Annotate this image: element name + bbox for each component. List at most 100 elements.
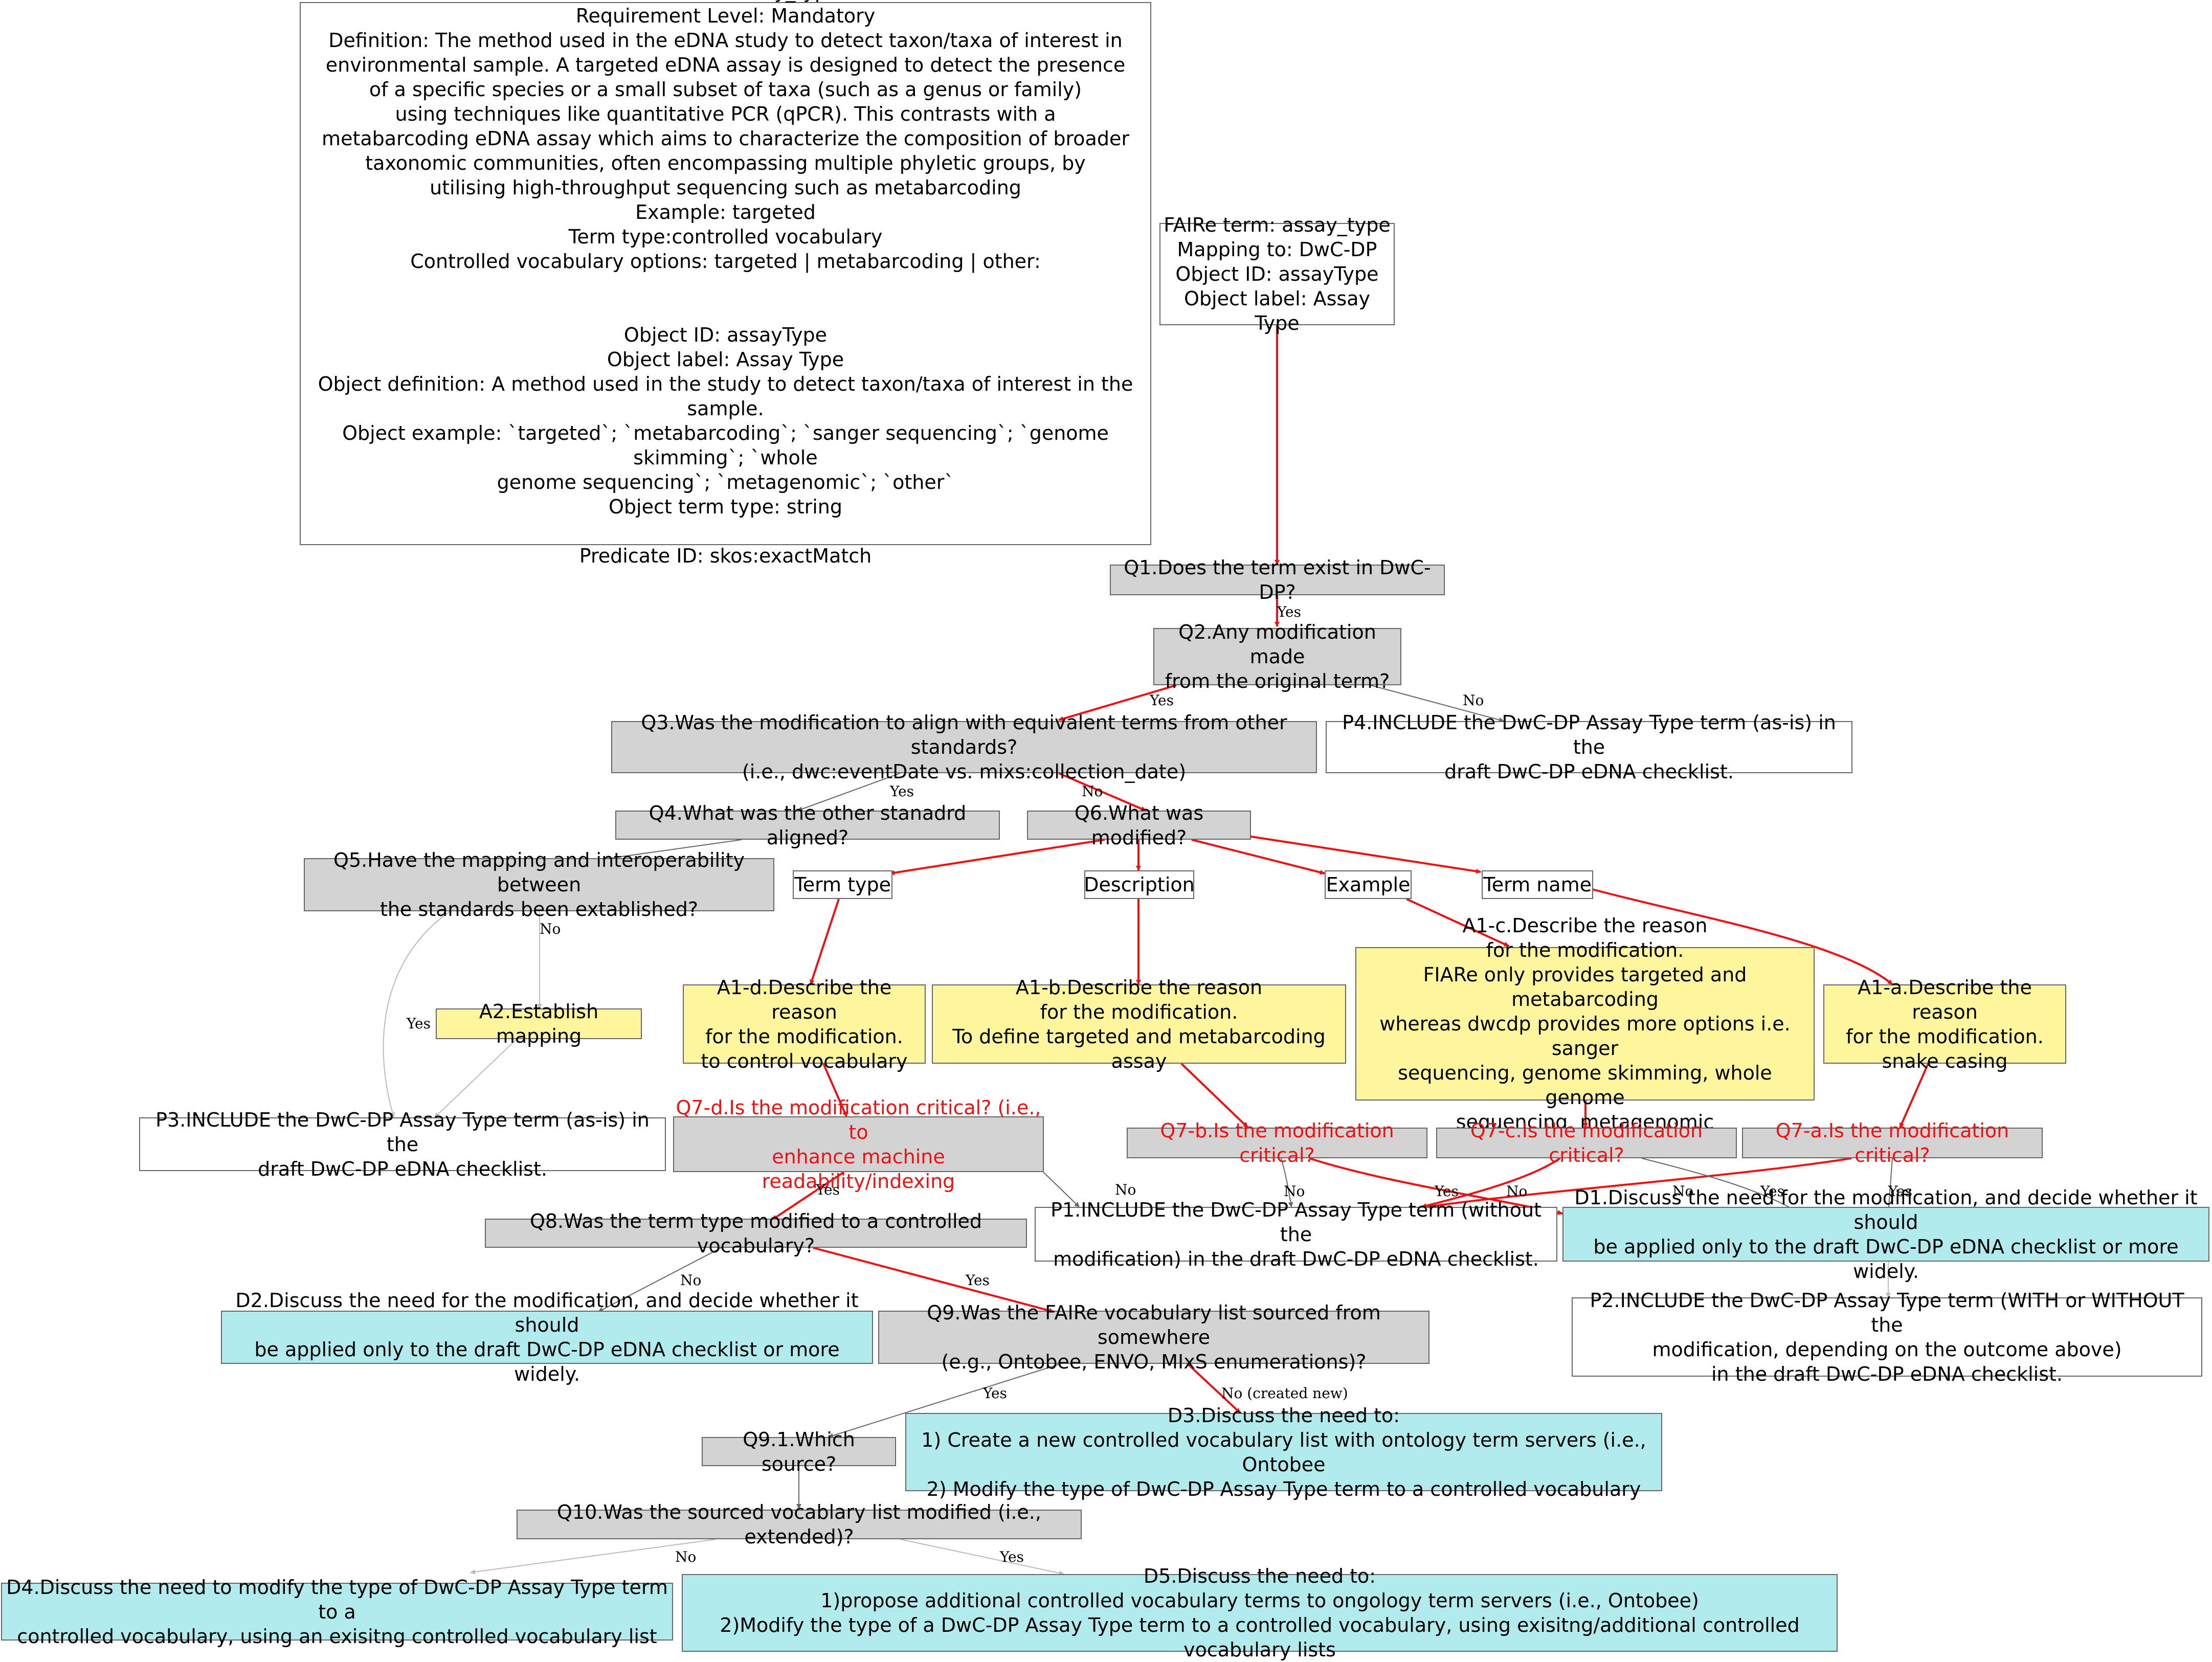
q7b-text: Q7-b.Is the modification critical? bbox=[1160, 1119, 1394, 1166]
d5-node: D5.Discuss the need to: 1)propose additi… bbox=[682, 1565, 1838, 1661]
edge-q2-p4 bbox=[1370, 685, 1504, 723]
term-type-text: Term type bbox=[794, 873, 891, 896]
edge-q7b-p1 bbox=[1281, 1158, 1293, 1207]
a1c-text: A1-c.Describe the reason for the modific… bbox=[1379, 914, 1791, 1133]
q1-node: Q1.Does the term exist in DwC-DP? bbox=[1110, 556, 1445, 603]
q91-node: Q9.1.Which source? bbox=[702, 1428, 896, 1475]
edge-label-q7c-yes: Yes bbox=[1435, 1183, 1459, 1200]
p2-node: P2.INCLUDE the DwC-DP Assay Type term (W… bbox=[1572, 1289, 2202, 1385]
edge-q7a-p1 bbox=[1426, 1157, 1852, 1209]
d5-text: D5.Discuss the need to: 1)propose additi… bbox=[720, 1565, 1800, 1661]
edge-label-q3-no: No bbox=[1082, 783, 1103, 800]
q2-node: Q2.Any modification made from the origin… bbox=[1153, 621, 1401, 692]
mapping-box: FAIRe term: assay_type Mapping to: DwC-D… bbox=[1159, 214, 1395, 334]
description-node: Description bbox=[1084, 870, 1195, 899]
p2-text: P2.INCLUDE the DwC-DP Assay Type term (W… bbox=[1590, 1289, 2184, 1385]
description-text: Description bbox=[1084, 873, 1195, 896]
edge-label-q10-no: No bbox=[675, 1548, 697, 1565]
edge-q7c-d1 bbox=[1641, 1158, 1801, 1214]
q4-node: Q4.What was the other stanadrd aligned? bbox=[615, 802, 1000, 849]
q7d-text: Q7-d.Is the modification critical? (i.e.… bbox=[676, 1096, 1041, 1193]
a1d-text: A1-d.Describe the reason for the modific… bbox=[701, 976, 908, 1072]
edge-a1b-q7b bbox=[1180, 1063, 1249, 1129]
d1-node: D1.Discuss the need for the modification… bbox=[1562, 1186, 2209, 1283]
p1-text: P1.INCLUDE the DwC-DP Assay Type term (w… bbox=[1051, 1198, 1541, 1270]
q7d-node: Q7-d.Is the modification critical? (i.e.… bbox=[673, 1096, 1044, 1193]
term-name-node: Term name bbox=[1482, 870, 1593, 899]
edge-label-q2-no: No bbox=[1463, 692, 1484, 709]
edge-label-q5-yes: Yes bbox=[407, 1015, 431, 1032]
edge-label-q1-yes: Yes bbox=[1277, 603, 1301, 620]
edge-q7a-d1 bbox=[1886, 1158, 1893, 1214]
edge-termtype-a1d bbox=[810, 899, 840, 985]
mapping-text: FAIRe term: assay_type Mapping to: DwC-D… bbox=[1164, 214, 1391, 334]
edge-a1a-q7a bbox=[1899, 1063, 1929, 1128]
p3-text: P3.INCLUDE the DwC-DP Assay Type term (a… bbox=[155, 1108, 650, 1180]
edge-q7d-p1 bbox=[1043, 1172, 1080, 1207]
q3-text: Q3.Was the modification to align with eq… bbox=[641, 711, 1287, 783]
term-name-text: Term name bbox=[1483, 873, 1592, 896]
edge-q6-termname bbox=[1247, 835, 1481, 874]
edge-label-q2-yes: Yes bbox=[1150, 692, 1174, 709]
q6-text: Q6.What was modified? bbox=[1074, 801, 1204, 849]
edge-label-q5-no: No bbox=[540, 920, 561, 937]
q8-node: Q8.Was the term type modified to a contr… bbox=[485, 1210, 1027, 1257]
edge-a2-p3 bbox=[434, 1039, 517, 1118]
p4-node: P4.INCLUDE the DwC-DP Assay Type term (a… bbox=[1326, 711, 1852, 783]
d3-node: D3.Discuss the need to: 1) Create a new … bbox=[905, 1404, 1662, 1500]
a1d-node: A1-d.Describe the reason for the modific… bbox=[683, 976, 926, 1072]
q6-node: Q6.What was modified? bbox=[1027, 802, 1251, 849]
edge-q9-q91 bbox=[828, 1362, 1064, 1439]
faire-definition-box: FAIRe term: assay_type Requirement Level… bbox=[300, 0, 1151, 567]
example-node: Example bbox=[1325, 870, 1412, 899]
q8-text: Q8.Was the term type modified to a contr… bbox=[529, 1209, 982, 1257]
p3-node: P3.INCLUDE the DwC-DP Assay Type term (a… bbox=[139, 1109, 666, 1180]
d2-node: D2.Discuss the need for the modification… bbox=[221, 1289, 873, 1385]
example-text: Example bbox=[1326, 873, 1411, 896]
q7c-node: Q7-c.Is the modification critical? bbox=[1436, 1119, 1737, 1166]
a1a-node: A1-a.Describe the reason for the modific… bbox=[1823, 976, 2066, 1072]
q4-text: Q4.What was the other stanadrd aligned? bbox=[649, 801, 967, 849]
edge-example-a1c bbox=[1406, 898, 1509, 947]
edge-q8-q9 bbox=[813, 1247, 1054, 1313]
edge-q10-d4 bbox=[470, 1539, 717, 1575]
q7a-text: Q7-a.Is the modification critical? bbox=[1775, 1119, 2009, 1166]
q10-node: Q10.Was the sourced vocablary list modif… bbox=[517, 1501, 1082, 1548]
edge-label-q10-yes: Yes bbox=[1000, 1548, 1024, 1565]
edge-label-q3-yes: Yes bbox=[890, 783, 914, 800]
edge-label-q8-no: No bbox=[680, 1272, 702, 1289]
a2-node: A2.Establish mapping bbox=[436, 1000, 642, 1047]
q9-text: Q9.Was the FAIRe vocabulary list sourced… bbox=[927, 1301, 1381, 1373]
edge-q3-q6 bbox=[1058, 772, 1146, 812]
edge-label-q7d-no: No bbox=[1115, 1181, 1136, 1198]
a1b-node: A1-b.Describe the reason for the modific… bbox=[932, 976, 1346, 1072]
edge-label-q8-yes: Yes bbox=[966, 1272, 990, 1289]
d4-text: D4.Discuss the need to modify the type o… bbox=[6, 1576, 668, 1648]
term-type-node: Term type bbox=[793, 870, 892, 899]
d1-text: D1.Discuss the need for the modification… bbox=[1574, 1186, 2198, 1283]
a2-text: A2.Establish mapping bbox=[479, 1000, 599, 1047]
edge-label-q7a-yes-2: Yes bbox=[1888, 1183, 1912, 1200]
edge-label-q7a-yes-1: Yes bbox=[1760, 1183, 1784, 1200]
edge-q2-q3 bbox=[1058, 684, 1177, 722]
edge-q9-d3 bbox=[1186, 1362, 1241, 1414]
edge-termname-a1a bbox=[1590, 888, 1893, 985]
edge-label-q7d-yes: Yes bbox=[816, 1181, 840, 1198]
q7b-node: Q7-b.Is the modification critical? bbox=[1127, 1119, 1427, 1166]
edge-q6-termtype bbox=[889, 839, 1105, 875]
q7a-node: Q7-a.Is the modification critical? bbox=[1742, 1119, 2043, 1166]
edge-label-q7b-no: No bbox=[1284, 1183, 1305, 1200]
edge-q7d-q8 bbox=[771, 1171, 845, 1221]
a1c-node: A1-c.Describe the reason for the modific… bbox=[1355, 914, 1815, 1133]
edge-q7b-d1 bbox=[1309, 1157, 1563, 1216]
edge-q3-q4 bbox=[797, 773, 901, 812]
edge-q5-p3 bbox=[383, 911, 451, 1118]
edge-a1d-q7d bbox=[822, 1063, 847, 1117]
edge-label-q7b-no-2: No bbox=[1506, 1183, 1528, 1200]
q2-text: Q2.Any modification made from the origin… bbox=[1165, 621, 1390, 692]
q5-node: Q5.Have the mapping and interoperability… bbox=[304, 849, 774, 920]
p4-text: P4.INCLUDE the DwC-DP Assay Type term (a… bbox=[1342, 711, 1836, 783]
q10-text: Q10.Was the sourced vocablary list modif… bbox=[557, 1501, 1041, 1548]
